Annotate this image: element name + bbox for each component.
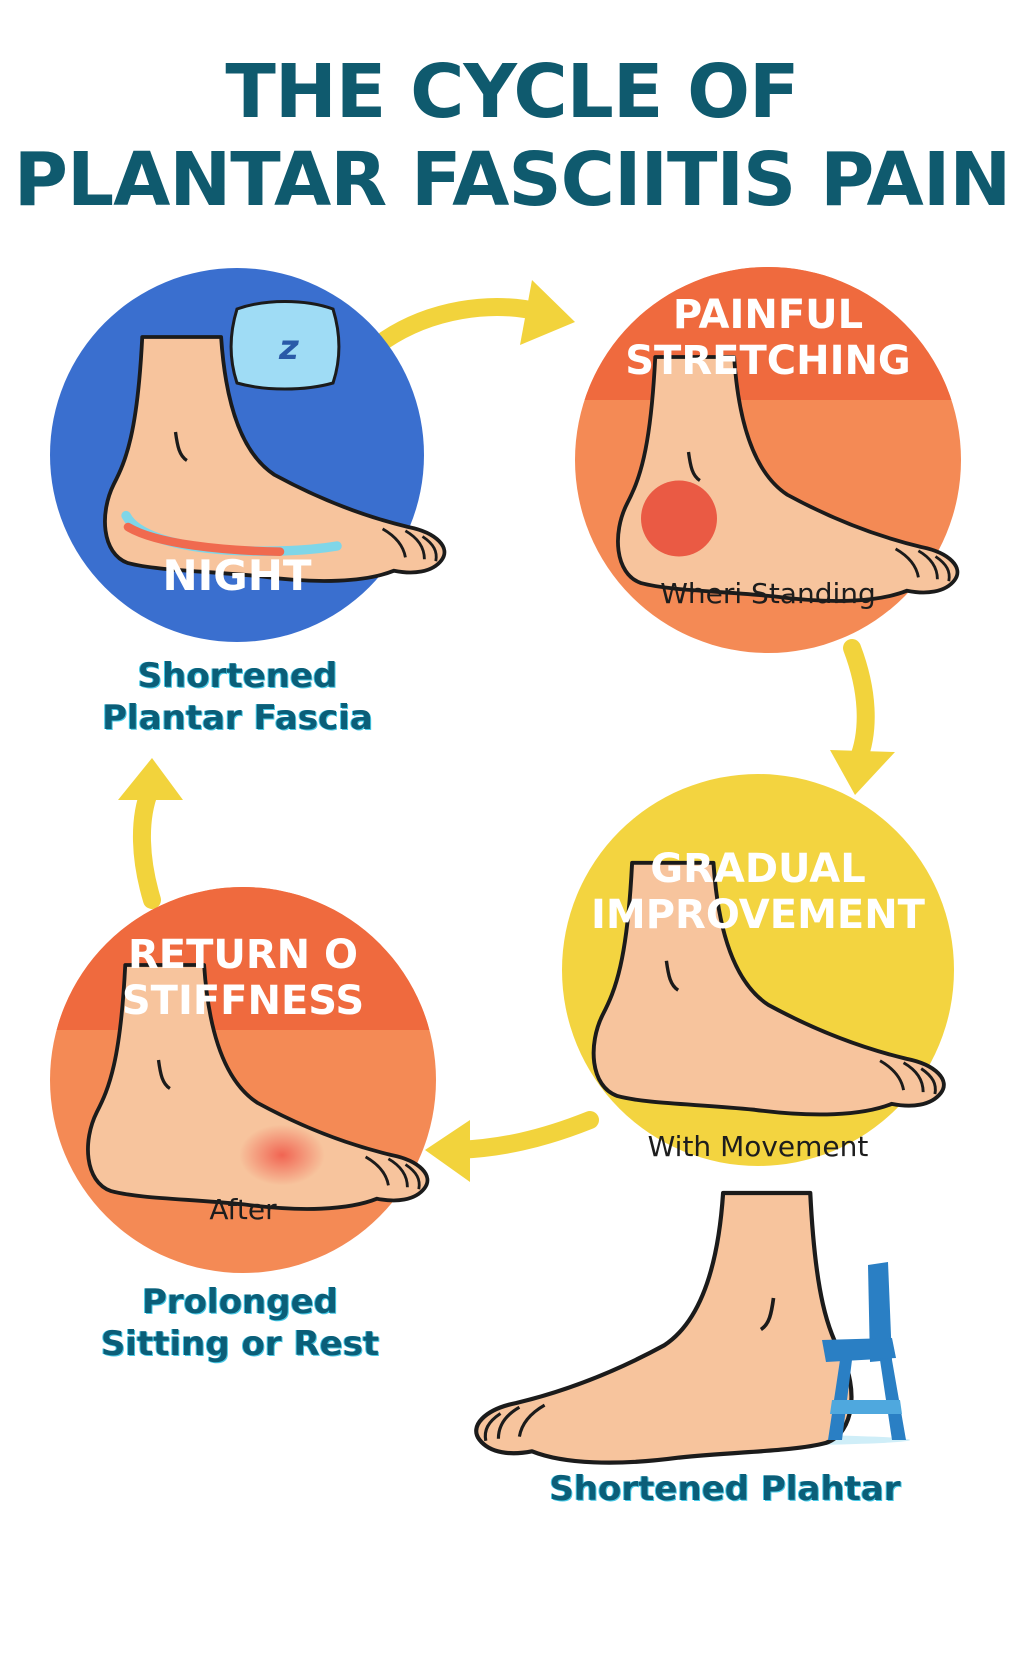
stage-return-label-line2: STIFFNESS (121, 978, 365, 1024)
stage-night-label: NIGHT (162, 551, 312, 600)
stage-gradual-sublabel: With Movement (647, 1130, 869, 1163)
foot-icon (86, 963, 430, 1211)
stage-return-label-line1: RETURN O (127, 932, 359, 978)
stage-painful-label-line2: STRETCHING (625, 338, 911, 384)
arrow-return-to-night-icon (118, 758, 183, 909)
stage-return (50, 887, 436, 1273)
bottom-illustration (476, 1193, 910, 1463)
chair-icon (822, 1262, 906, 1440)
title-line-2: PLANTAR FASCIITIS PAIN (13, 137, 1012, 223)
stage-gradual (562, 774, 954, 1166)
pillow-icon: z (229, 300, 341, 391)
arrow-painful-to-gradual-icon (830, 639, 895, 795)
stage-night-caption-line1: Shortened (137, 656, 338, 696)
stage-return-sublabel: After (209, 1193, 277, 1226)
svg-text:z: z (278, 328, 299, 368)
stage-return-caption-line1: Prolonged (142, 1282, 338, 1322)
arrow-gradual-to-return-icon (425, 1111, 599, 1182)
stage-gradual-label-line2: IMPROVEMENT (591, 892, 925, 938)
title-line-1: THE CYCLE OF (225, 49, 799, 135)
foot-icon (476, 1193, 851, 1463)
stage-gradual-label-line1: GRADUAL (650, 846, 866, 892)
foot-icon (103, 335, 447, 583)
stage-return-caption-line2: Sitting or Rest (100, 1324, 380, 1364)
arrow-night-to-painful-icon (376, 280, 575, 349)
stage-night: z (50, 268, 447, 642)
stage-painful-label-line1: PAINFUL (672, 292, 864, 338)
page-title: THE CYCLE OF PLANTAR FASCIITIS PAIN (0, 48, 1024, 224)
stage-painful (575, 267, 961, 653)
bottom-caption: Shortened Plahtar (549, 1469, 901, 1509)
foot-icon (616, 355, 960, 603)
stage-painful-sublabel: Wheri Standing (660, 577, 876, 610)
stage-night-caption-line2: Plantar Fascia (102, 698, 373, 738)
